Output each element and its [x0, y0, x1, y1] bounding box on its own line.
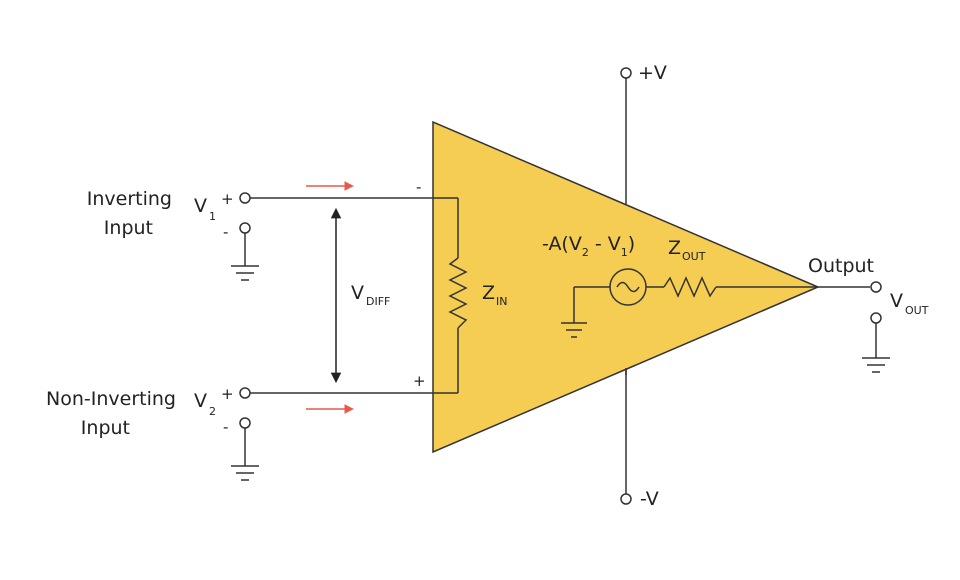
output-wiring	[818, 281, 890, 373]
vout-label: V	[890, 290, 903, 312]
input-wires	[250, 197, 468, 394]
v1-source	[231, 192, 259, 281]
pos-supply-label: +V	[638, 62, 667, 84]
noninverting-label-1: Non-Inverting	[46, 388, 176, 410]
v2-plus: +	[221, 385, 234, 403]
noninverting-label-2: Input	[81, 417, 130, 439]
inverting-label-2: Input	[104, 217, 153, 239]
v1-plus: +	[221, 190, 234, 208]
pos-supply-terminal	[620, 67, 632, 79]
v2-source	[231, 387, 259, 481]
v1-label: V	[194, 195, 207, 217]
internal-source	[561, 268, 818, 338]
vout-sub: OUT	[905, 304, 929, 317]
v2-minus: -	[223, 418, 228, 436]
vdiff-label: V	[351, 282, 364, 304]
zout-resistor	[663, 276, 717, 298]
output-label: Output	[808, 255, 874, 277]
gain-label: -A(V2 - V1)	[542, 233, 635, 259]
zout-sub: OUT	[682, 250, 706, 263]
v1-sub: 1	[209, 210, 216, 223]
vdiff-sub: DIFF	[366, 295, 390, 308]
neg-supply-terminal	[620, 493, 632, 505]
v2-label: V	[194, 390, 207, 412]
op-minus-sign: -	[416, 178, 421, 196]
neg-supply-label: -V	[640, 488, 659, 510]
op-plus-sign: +	[413, 372, 426, 390]
v1-minus: -	[223, 223, 228, 241]
inverting-label-1: Inverting	[87, 188, 172, 210]
v2-sub: 2	[209, 405, 216, 418]
zin-label: Z	[482, 282, 495, 304]
zin-sub: IN	[496, 295, 507, 308]
zin-resistor	[448, 257, 468, 329]
zout-label: Z	[668, 237, 681, 259]
